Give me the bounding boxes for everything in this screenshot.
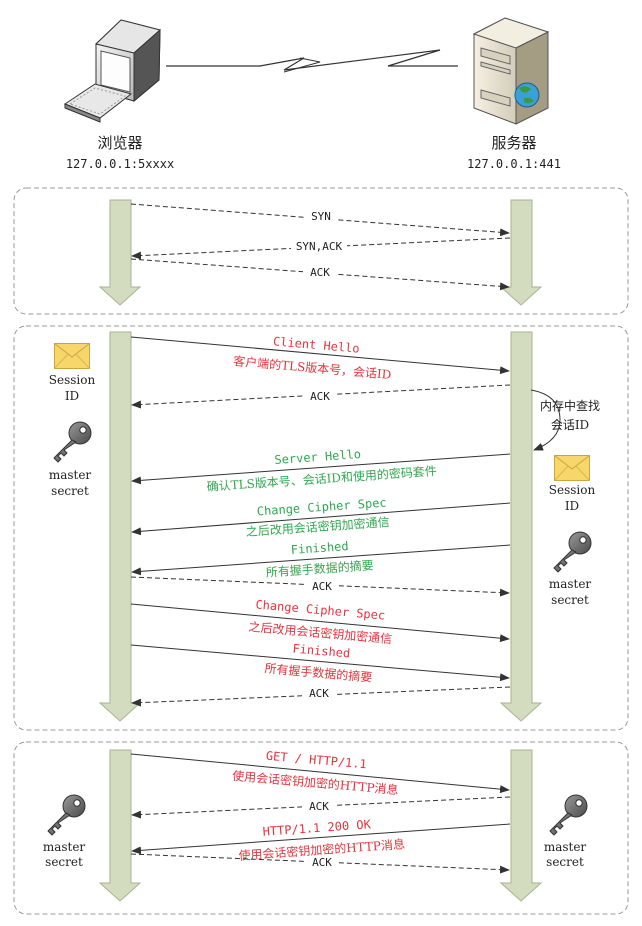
ack3-arrow bbox=[131, 686, 511, 707]
server-finished-note: 所有握手数据的摘要 bbox=[265, 557, 374, 579]
p3-ack2-label: ACK bbox=[312, 856, 332, 869]
client-hello-label: Client Hello bbox=[273, 334, 361, 356]
syn-ack-label: SYN,ACK bbox=[296, 240, 343, 253]
ack1-label: ACK bbox=[310, 390, 330, 403]
server-master-secret-line1: master bbox=[549, 577, 592, 591]
network-link-line bbox=[166, 49, 458, 71]
client-master-secret-line2: secret bbox=[51, 484, 89, 498]
computer-icon bbox=[63, 19, 162, 123]
master-secret-key-icon bbox=[53, 421, 92, 463]
server-lifeline-1 bbox=[499, 199, 543, 306]
client-hello-arrow bbox=[130, 336, 510, 375]
client-hello-note: 客户端的TLS版本号，会话ID bbox=[233, 353, 392, 382]
p3-server-master-line1: master bbox=[544, 840, 587, 854]
client-finished-note: 所有握手数据的摘要 bbox=[264, 660, 373, 684]
p3-client-master-line2: secret bbox=[45, 855, 83, 869]
server-hello-arrow bbox=[131, 453, 511, 485]
client-lifeline-3 bbox=[98, 749, 142, 902]
server-finished-label: Finished bbox=[290, 539, 349, 557]
syn-label: SYN bbox=[311, 210, 331, 223]
server-master-secret-key-icon-2 bbox=[549, 794, 588, 836]
server-session-id-line2: ID bbox=[565, 499, 579, 513]
http-response-label: HTTP/1.1 200 OK bbox=[262, 817, 372, 839]
client-ccs-note: 之后改用会话密钥加密通信 bbox=[248, 619, 393, 646]
http-get-arrow bbox=[130, 753, 510, 794]
p3-client-master-line1: master bbox=[43, 840, 86, 854]
lookup-line1: 内存中查找 bbox=[540, 398, 600, 413]
syn-arrow bbox=[130, 203, 510, 237]
server-ccs-arrow bbox=[131, 502, 511, 536]
client-finished-arrow bbox=[130, 644, 510, 682]
ack2-arrow bbox=[130, 576, 510, 597]
server-lifeline-3 bbox=[499, 749, 543, 902]
p3-ack2-arrow bbox=[130, 853, 510, 874]
server-finished-arrow bbox=[131, 544, 511, 576]
server-master-secret-line2: secret bbox=[551, 593, 589, 607]
client-lifeline-1 bbox=[98, 199, 142, 306]
session-id-envelope-icon bbox=[54, 343, 90, 369]
ack3-label: ACK bbox=[309, 687, 329, 700]
http-response-arrow bbox=[131, 823, 511, 855]
http-exchange-panel bbox=[13, 741, 629, 915]
client-address: 127.0.0.1:5xxxx bbox=[66, 157, 174, 171]
lookup-line2: 会话ID bbox=[551, 418, 589, 432]
server-name: 服务器 bbox=[491, 134, 536, 152]
client-session-id-line1: Session bbox=[49, 373, 96, 387]
client-master-secret-key-icon-2 bbox=[47, 794, 86, 836]
p3-ack1-label: ACK bbox=[309, 800, 329, 813]
ack2-label: ACK bbox=[312, 580, 332, 593]
server-icon bbox=[472, 17, 550, 125]
server-ccs-label: Change Cipher Spec bbox=[256, 495, 387, 518]
p3-server-master-line2: secret bbox=[546, 855, 584, 869]
ack-label: ACK bbox=[310, 266, 330, 279]
server-hello-label: Server Hello bbox=[274, 447, 361, 467]
tcp-handshake-panel bbox=[13, 187, 629, 315]
client-lifeline-2 bbox=[98, 331, 142, 722]
server-master-secret-key-icon bbox=[553, 531, 592, 573]
client-session-id-line2: ID bbox=[65, 389, 79, 403]
server-session-id-envelope-icon bbox=[554, 455, 590, 481]
ack1-arrow bbox=[131, 384, 511, 409]
client-name: 浏览器 bbox=[97, 134, 142, 152]
syn-ack-arrow bbox=[131, 237, 511, 260]
client-ccs-arrow bbox=[130, 603, 510, 643]
http-get-note: 使用会话密钥加密的HTTP消息 bbox=[232, 768, 399, 797]
ack-arrow bbox=[130, 258, 510, 291]
client-finished-label: Finished bbox=[292, 642, 351, 661]
p3-ack1-arrow bbox=[131, 796, 511, 819]
client-ccs-label: Change Cipher Spec bbox=[255, 597, 386, 622]
server-lifeline-2 bbox=[499, 331, 543, 722]
client-master-secret-line1: master bbox=[49, 468, 92, 482]
lookup-arrow bbox=[530, 389, 561, 451]
server-session-id-line1: Session bbox=[549, 483, 596, 497]
server-address: 127.0.0.1:441 bbox=[467, 157, 561, 171]
